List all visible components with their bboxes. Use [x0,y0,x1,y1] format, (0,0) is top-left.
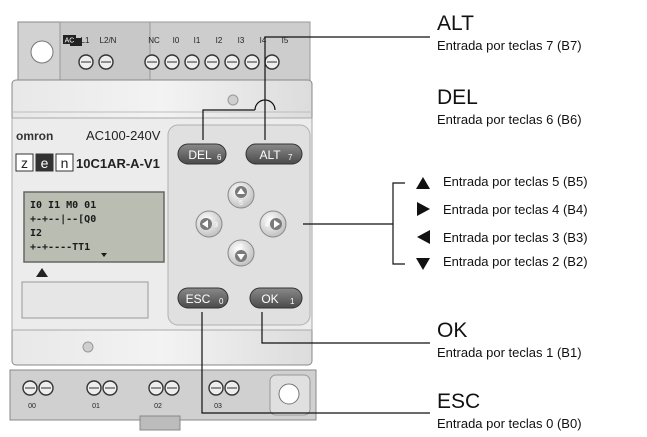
svg-text:z: z [21,155,28,171]
del-leader-line [202,109,255,140]
esc-leader-line [201,312,430,414]
model-label: 10C1AR-A-V1 [76,156,160,171]
din-clip [139,415,181,431]
top-terminal-screws [78,54,280,70]
svg-text:5: 5 [239,200,243,207]
left-button[interactable]: 3 [195,210,223,238]
keypad-area [167,124,311,326]
ok-button[interactable]: OK 1 [249,287,303,309]
del-callout-desc: Entrada por teclas 6 (B6) [437,112,582,127]
left-arrow-icon [202,220,208,228]
svg-text:OK: OK [261,292,278,306]
terminal-label-i3: I3 [238,36,245,45]
esc-callout-desc: Entrada por teclas 0 (B0) [437,416,582,431]
lcd-display [23,191,165,263]
lcd-cursor-icon [101,253,107,257]
lcd-line-4: +-+----TT1 [30,242,90,253]
lcd-pointer-icon [36,268,48,277]
alt-button[interactable]: ALT 7 [245,143,303,165]
del-callout-title: DEL [437,86,478,109]
leader-lines [201,36,430,414]
terminal-label-nc: NC [148,36,160,45]
plc-device [9,21,317,431]
alt-callout-desc: Entrada por teclas 7 (B7) [437,38,582,53]
terminal-label-i5: I5 [282,36,289,45]
right-arrow-icon [417,202,430,216]
svg-text:n: n [61,155,69,171]
right-button[interactable]: 4 [259,210,287,238]
alt-leader-line [264,36,430,140]
lcd-line-2: +-+--|--[Q0 [30,214,96,225]
mounting-hole-top [30,40,54,64]
svg-text:ALT: ALT [259,148,281,162]
right-key-desc: Entrada por teclas 4 (B4) [443,202,588,217]
svg-text:2: 2 [239,244,243,251]
terminal-label-i1: I1 [194,36,201,45]
esc-callout-title: ESC [437,390,480,413]
bottom-terminal-screws [22,380,240,396]
mounting-hole-bottom [278,383,300,405]
svg-text:ESC: ESC [186,292,211,306]
terminal-label-l1: L1 [81,36,90,45]
ok-callout-desc: Entrada por teclas 1 (B1) [437,345,582,360]
down-arrow-icon [416,258,430,270]
svg-text:0: 0 [219,297,224,306]
left-key-desc: Entrada por teclas 3 (B3) [443,230,588,245]
zen-logo: z e n [15,153,74,172]
lcd-line-3: I2 [30,228,42,239]
bottom-terminal-labels: 00 01 02 03 [28,403,222,410]
svg-text:DEL: DEL [188,148,212,162]
ok-leader-line [261,312,430,344]
down-key-desc: Entrada por teclas 2 (B2) [443,254,588,269]
output-label-00: 00 [28,403,36,410]
right-arrow-icon [274,220,280,228]
brand-label: omron [16,129,53,143]
top-terminal-labels: AC L1 L2/N NC I0 I1 I2 I3 I4 I5 [63,35,289,45]
left-arrow-icon [417,230,430,244]
voltage-label: AC100-240V [86,128,161,143]
lcd-line-1: I0 I1 M0 01 [30,200,96,211]
output-label-02: 02 [154,403,162,410]
terminal-label-l2n: L2/N [100,36,117,45]
terminal-label-i4: I4 [260,36,267,45]
up-arrow-icon [416,177,430,189]
svg-text:1: 1 [290,297,295,306]
del-button[interactable]: DEL 6 [177,143,227,165]
terminal-label-i2: I2 [216,36,223,45]
up-button[interactable]: 5 [227,181,255,209]
svg-text:e: e [41,155,49,171]
down-arrow-icon [237,254,245,260]
bottom-terminal-block [9,369,317,421]
alt-callout-title: ALT [437,12,474,35]
output-label-01: 01 [92,403,100,410]
arrows-bracket [392,182,405,265]
terminal-label-ac: AC [65,38,75,45]
memory-cassette-slot [21,281,149,319]
svg-text:4: 4 [265,222,269,229]
down-button[interactable]: 2 [227,239,255,267]
ok-callout-title: OK [437,319,467,342]
esc-button[interactable]: ESC 0 [177,287,229,309]
svg-text:7: 7 [288,153,293,162]
output-label-03: 03 [214,403,222,410]
up-key-desc: Entrada por teclas 5 (B5) [443,174,588,189]
lcd-text: I0 I1 M0 01 +-+--|--[Q0 I2 +-+----TT1 [30,200,96,253]
svg-text:3: 3 [214,222,218,229]
terminal-label-i0: I0 [173,36,180,45]
svg-text:6: 6 [217,153,222,162]
up-arrow-icon [237,188,245,194]
